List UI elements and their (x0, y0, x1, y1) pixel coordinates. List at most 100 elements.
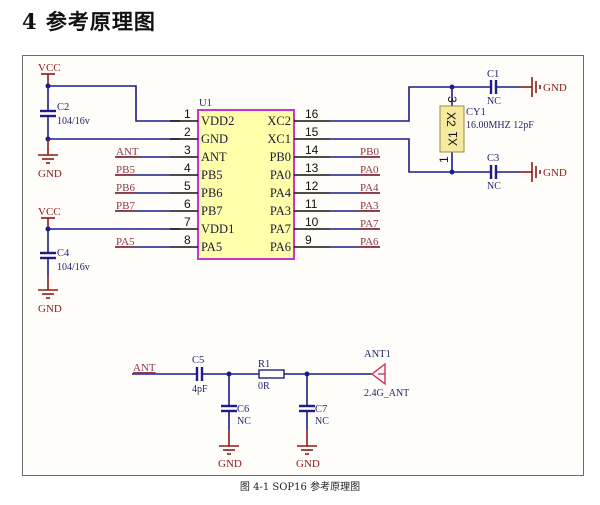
rf-circuit: ANT C5 4pF R1 0R C6 NC GND C7 NC (132, 349, 409, 470)
ground-symbol (219, 445, 239, 455)
net-label-pa3: PA3 (360, 200, 379, 212)
crystal-pin-top: 3 (445, 96, 459, 103)
ic-pin-name: PA5 (201, 240, 222, 254)
net-label-ant: ANT (116, 146, 139, 158)
ic-pin-name: PA3 (270, 204, 291, 218)
ic-pin-name: PA7 (270, 222, 291, 236)
ic-pin-name: PA6 (270, 240, 291, 254)
right-net-labels: PB0 PA0 PA4 PA3 PA7 PA6 (330, 146, 380, 248)
vcc-label: VCC (38, 62, 61, 74)
ic-pin-number: 14 (305, 143, 319, 157)
ic-pin-name: PB0 (269, 150, 291, 164)
ic-pin-number: 11 (305, 197, 318, 211)
vcc-label: VCC (38, 206, 61, 218)
c5-value: 4pF (192, 384, 208, 395)
c4-ref: C4 (57, 248, 70, 259)
antenna-icon (370, 362, 386, 386)
r1-ref: R1 (258, 359, 270, 370)
ic-ref: U1 (199, 98, 212, 109)
c1-value: NC (487, 96, 501, 107)
crystal-circuit: 3 1 X2 X1 CY1 16.00MHZ 12pF C1 NC GND C3… (330, 69, 567, 192)
crystal-pin-bottom: 1 (437, 156, 451, 163)
c2-ref: C2 (57, 102, 69, 113)
net-label-pa7: PA7 (360, 218, 379, 230)
ground-symbol (38, 154, 58, 164)
ic-pin-number: 16 (305, 107, 319, 121)
ic-pin-number: 5 (184, 179, 191, 193)
crystal-x1-label: X1 (446, 131, 460, 146)
net-label-pb0: PB0 (360, 146, 379, 158)
ic-pin-name: PB7 (201, 204, 223, 218)
ground-symbol (297, 445, 317, 455)
ic-pin-number: 6 (184, 197, 191, 211)
ic-pin-number: 10 (305, 215, 319, 229)
wire-xc2 (330, 86, 452, 122)
wire-vcc-to-vdd2 (48, 85, 180, 122)
net-label-pa4: PA4 (360, 182, 379, 194)
net-label-pa5: PA5 (116, 236, 135, 248)
section-heading: 4 参考原理图 (22, 9, 156, 34)
ic-pin-name: PB6 (201, 186, 223, 200)
figure-caption: 图 4-1 SOP16 参考原理图 (239, 482, 361, 493)
ic-pin-name: VDD1 (201, 222, 234, 236)
power-group-vdd2: VCC C2 104/16v GND (38, 62, 180, 180)
net-label-rf-ant: ANT (133, 362, 156, 374)
r1-body (258, 369, 285, 379)
ic-pin-number: 8 (184, 233, 191, 247)
crystal-ref: CY1 (466, 107, 486, 118)
net-label-pa0: PA0 (360, 164, 379, 176)
ic-pin-name: XC1 (267, 132, 291, 146)
crystal-body (439, 105, 465, 153)
c7-ref: C7 (315, 404, 327, 415)
gnd-label: GND (218, 458, 242, 470)
c7-value: NC (315, 416, 329, 427)
r1-value: 0R (258, 381, 270, 392)
net-label-pb6: PB6 (116, 182, 135, 194)
net-label-pb7: PB7 (116, 200, 135, 212)
ic-pin-number: 4 (184, 161, 191, 175)
crystal-value: 16.00MHZ 12pF (466, 120, 534, 131)
net-label-pa6: PA6 (360, 236, 379, 248)
net-label-pb5: PB5 (116, 164, 135, 176)
c3-ref: C3 (487, 153, 499, 164)
ic-pin-number: 12 (305, 179, 319, 193)
c3-value: NC (487, 181, 501, 192)
c6-value: NC (237, 416, 251, 427)
ic-pin-name: XC2 (267, 114, 291, 128)
ic-body (197, 109, 295, 260)
c4-value: 104/16v (57, 262, 90, 273)
ic-pin-name: GND (201, 132, 228, 146)
ic-pin-name: ANT (201, 150, 227, 164)
gnd-label: GND (38, 303, 62, 315)
ic-pin-number: 3 (184, 143, 191, 157)
ic-pin-number: 2 (184, 125, 191, 139)
crystal-x2-label: X2 (444, 112, 458, 127)
gnd-label: GND (296, 458, 320, 470)
c2-value: 104/16v (57, 116, 90, 127)
gnd-label: GND (543, 167, 567, 179)
gnd-label: GND (543, 82, 567, 94)
ic-pin-number: 1 (184, 107, 191, 121)
ic-pin-number: 13 (305, 161, 319, 175)
ground-symbol (38, 289, 58, 299)
ic-pin-number: 15 (305, 125, 319, 139)
c1-ref: C1 (487, 69, 499, 80)
wire-xc1 (330, 138, 452, 173)
ground-symbol (531, 162, 541, 182)
ground-symbol (531, 77, 541, 97)
ic-pin-name: PA4 (270, 186, 292, 200)
antenna-value: 2.4G_ANT (364, 388, 409, 399)
c5-ref: C5 (192, 355, 204, 366)
ic-pin-name: PB5 (201, 168, 223, 182)
left-net-labels: ANT PB5 PB6 PB7 PA5 (115, 146, 170, 248)
c6-ref: C6 (237, 404, 249, 415)
gnd-label: GND (38, 168, 62, 180)
ic-pin-name: VDD2 (201, 114, 234, 128)
power-group-vdd1: VCC C4 104/16v GND (38, 206, 180, 315)
ic-pin-number: 9 (305, 233, 312, 247)
antenna-ref: ANT1 (364, 349, 391, 360)
